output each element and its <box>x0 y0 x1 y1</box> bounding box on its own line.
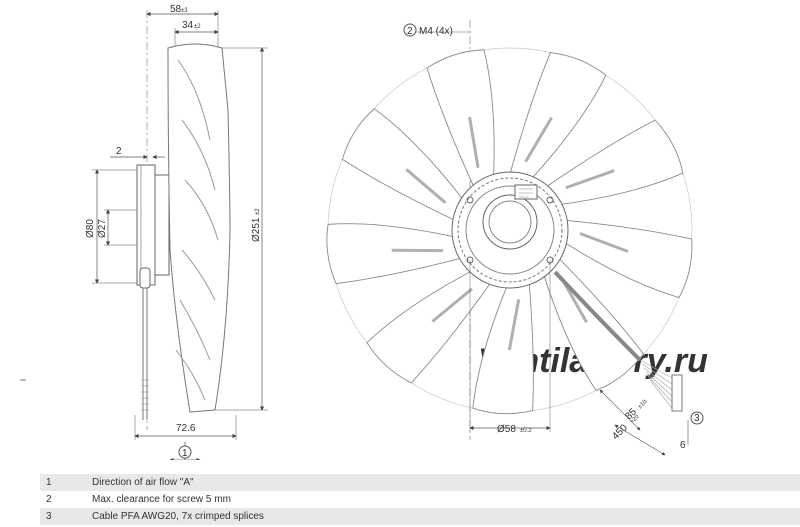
blade-rib <box>431 287 473 323</box>
fan-blade <box>426 49 495 189</box>
cable-length-85-tol: ±10 <box>637 399 649 411</box>
fan-blade <box>366 269 493 384</box>
legend-number: 2 <box>46 494 52 505</box>
legend-text: Max. clearance for screw 5 mm <box>92 494 231 505</box>
dim-shaft: Ø27 <box>97 219 108 238</box>
fan-blade <box>341 108 465 222</box>
blade-rib <box>405 168 447 204</box>
dim-hub-dia: Ø58 <box>497 424 516 435</box>
blade-rib <box>579 232 629 253</box>
dim-depth: 58 <box>170 4 182 15</box>
blade-rib <box>524 116 553 163</box>
blade-rib <box>565 169 615 190</box>
cable-marker-label: 3 <box>694 413 700 424</box>
cable-count: 6 <box>680 440 686 451</box>
dim-motor: Ø80 <box>85 219 96 238</box>
fan-blade <box>326 223 464 285</box>
technical-drawing: Ventilatorry.ru <box>20 4 708 460</box>
legend-table: 1 Direction of air flow "A" 2 Max. clear… <box>40 474 800 525</box>
dim-diameter-tol: ±2 <box>255 208 261 215</box>
dim-hub-tol: ±2 <box>194 24 201 30</box>
legend-row: 3 Cable PFA AWG20, 7x crimped splices <box>40 508 800 525</box>
legend-text: Direction of air flow "A" <box>92 477 194 488</box>
screw-marker-label: 2 <box>407 26 413 37</box>
cable-length-450-tol: +20 <box>629 414 641 426</box>
dim-diameter: Ø251 <box>251 217 262 242</box>
fan-blade <box>472 281 534 415</box>
dim-hub-dia-tol: ±0.2 <box>520 428 532 434</box>
blade-rib <box>507 299 521 351</box>
dim-offset: 2 <box>116 146 122 157</box>
legend-number: 3 <box>46 511 52 522</box>
dim-hub: 34 <box>182 20 194 31</box>
blade-rib <box>468 116 480 168</box>
cable-length-450: 450 <box>610 422 630 442</box>
legend-number: 1 <box>46 477 52 488</box>
front-view <box>20 20 704 456</box>
legend-row: 1 Direction of air flow "A" <box>40 474 800 491</box>
screw-label: M4 (4x) <box>419 26 453 37</box>
legend-text: Cable PFA AWG20, 7x crimped splices <box>92 511 264 522</box>
dim-depth-tol: ±3 <box>181 8 188 14</box>
side-view <box>92 10 268 460</box>
dim-base: 72.6 <box>176 423 196 434</box>
legend-row: 2 Max. clearance for screw 5 mm <box>40 491 800 508</box>
airflow-marker-label: 1 <box>182 448 188 459</box>
